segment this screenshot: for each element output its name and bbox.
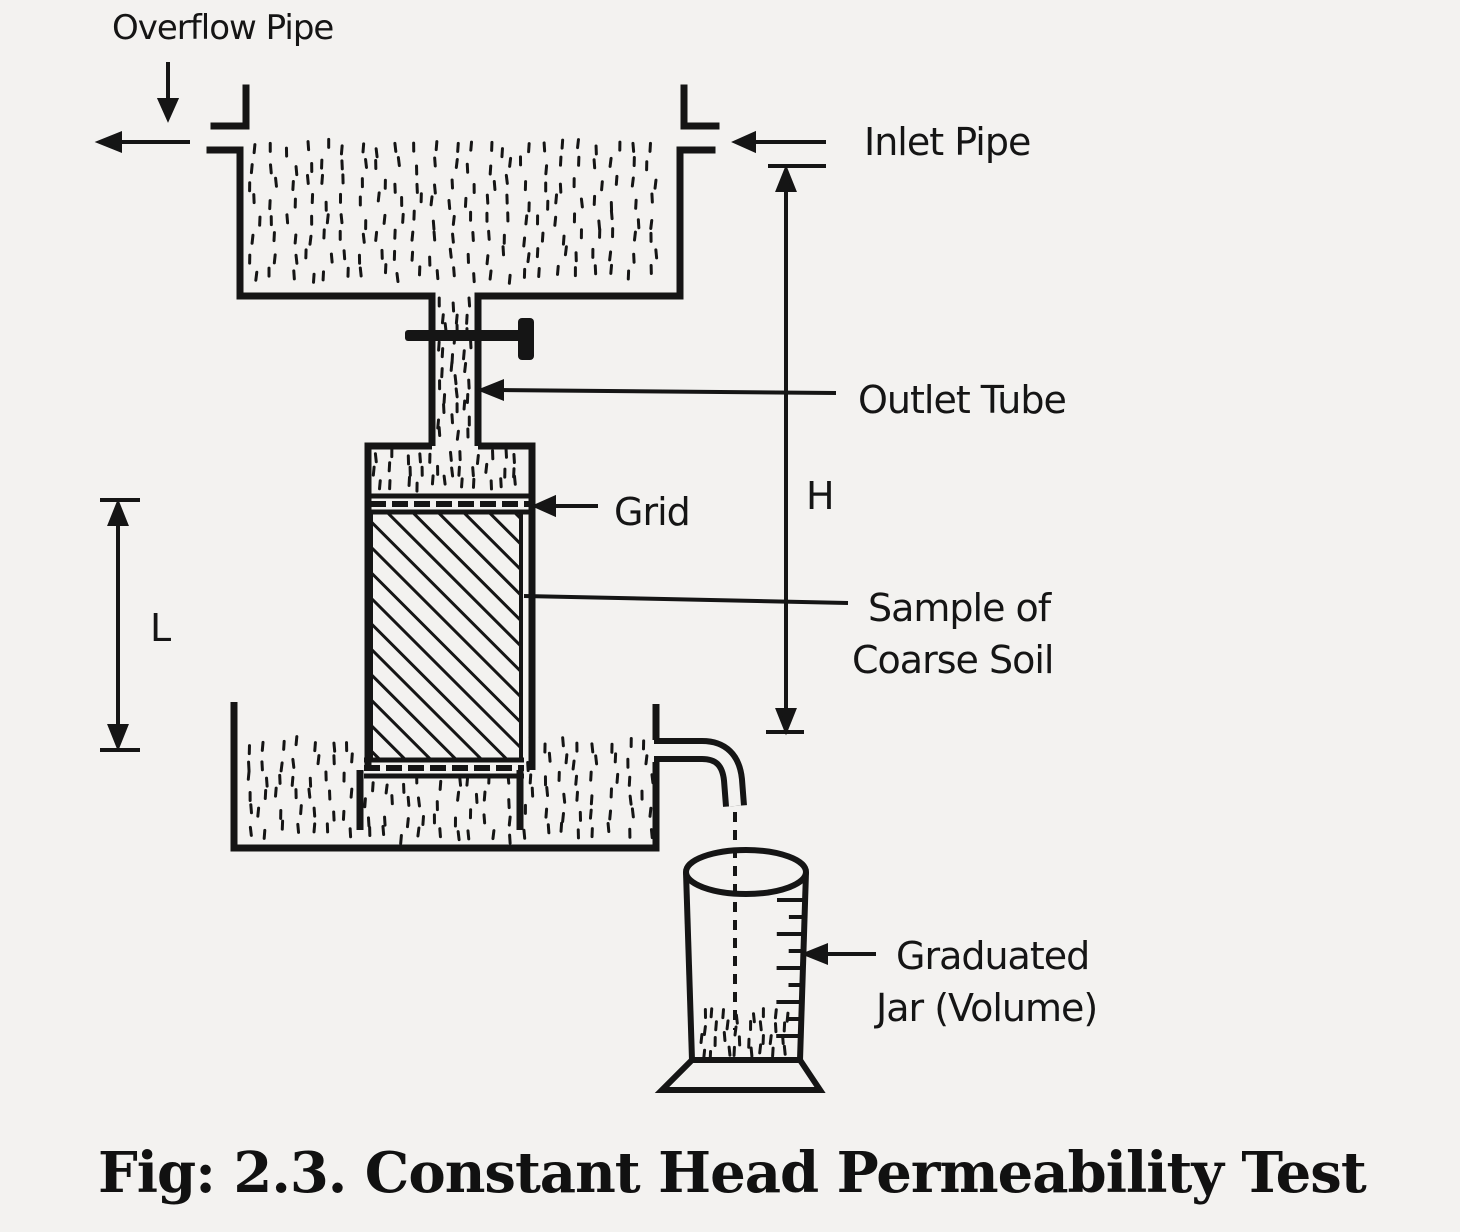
valve — [405, 318, 534, 360]
sample-leader — [523, 594, 849, 605]
grid-leader — [531, 494, 598, 518]
head-label: H — [806, 474, 835, 518]
jar-graduation-marks — [776, 898, 803, 1038]
overflow-pipe-label: Overflow Pipe — [112, 8, 334, 48]
overflow-arrows — [94, 62, 190, 153]
outlet-tube-leader — [476, 379, 837, 401]
head-dimension — [766, 164, 826, 736]
upper-tank-water — [248, 137, 659, 285]
length-dimension — [100, 498, 140, 752]
graduated-jar-label-line-1: Graduated — [896, 934, 1090, 978]
sample-label-line-2: Coarse Soil — [852, 638, 1054, 682]
lower-tank-water — [246, 735, 655, 845]
permeameter-cylinder — [356, 442, 536, 830]
inlet-pipe-label: Inlet Pipe — [864, 120, 1031, 164]
bottom-grid — [364, 757, 524, 779]
jar-leader — [800, 943, 876, 965]
grid-label: Grid — [614, 490, 691, 534]
outlet-tube — [428, 296, 482, 446]
figure-caption: Fig: 2.3. Constant Head Permeability Tes… — [98, 1140, 1367, 1206]
soil-sample — [369, 510, 523, 762]
outlet-tube-label: Outlet Tube — [858, 378, 1067, 422]
inlet-arrow — [731, 130, 826, 154]
graduated-jar-label-line-2: Jar (Volume) — [876, 986, 1098, 1030]
top-grid — [370, 493, 530, 515]
sample-label-line-1: Sample of — [868, 586, 1051, 630]
length-label: L — [150, 606, 171, 650]
jar-collected-water — [699, 1007, 790, 1061]
outlet-spout — [652, 704, 747, 807]
cylinder-top-water — [371, 447, 517, 493]
upper-tank — [206, 84, 720, 300]
outlet-tube-water — [436, 296, 473, 441]
lower-tank — [230, 702, 660, 852]
